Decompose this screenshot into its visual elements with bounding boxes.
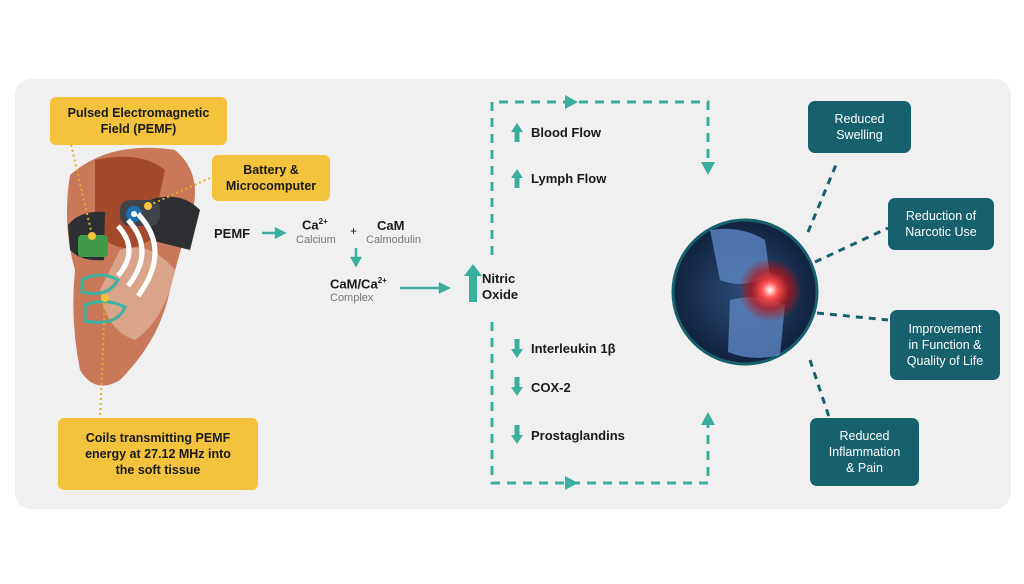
nitric-oxide-up-arrow [464, 264, 482, 302]
outcome-connectors [806, 159, 889, 421]
pemf-label: PEMF [214, 226, 251, 241]
decrease-item: Prostaglandins [531, 428, 625, 443]
knee-joint-illustration [671, 218, 819, 366]
pathway-arrows [262, 226, 451, 295]
increase-item: Lymph Flow [531, 171, 607, 186]
coils-callout: Coils transmitting PEMF energy at 27.12 … [58, 418, 258, 490]
calcium-label: Ca2+ [302, 217, 328, 233]
callout-leader-lines [69, 139, 211, 421]
decrease-item: COX-2 [531, 380, 571, 395]
complex-label: CaM/Ca2+ [330, 276, 387, 292]
outcome-box: Improvement in Function & Quality of Lif… [890, 310, 1000, 380]
increase-item: Blood Flow [531, 125, 602, 140]
pemf-callout: Pulsed Electromagnetic Field (PEMF) [50, 97, 227, 145]
knee-brace-illustration [66, 147, 200, 386]
outcome-box: Reduction of Narcotic Use [888, 198, 994, 250]
calmodulin-sub: Calmodulin [366, 234, 422, 246]
flow-arrowheads [565, 95, 715, 490]
nitric-oxide-label: Nitric Oxide [482, 271, 519, 302]
decrease-item: Interleukin 1β [531, 341, 616, 356]
outcome-box: Reduced Swelling [808, 101, 911, 153]
calcium-sub: Calcium [296, 234, 336, 246]
complex-sub: Complex [330, 292, 374, 304]
cam-label: CaM [377, 218, 405, 233]
change-arrows [511, 123, 523, 444]
dashed-flow-lines [490, 100, 710, 485]
outcome-box: Reduced Inflammation & Pain [810, 418, 919, 486]
plus-sign: + [350, 224, 358, 238]
battery-callout: Battery & Microcomputer [212, 155, 330, 201]
